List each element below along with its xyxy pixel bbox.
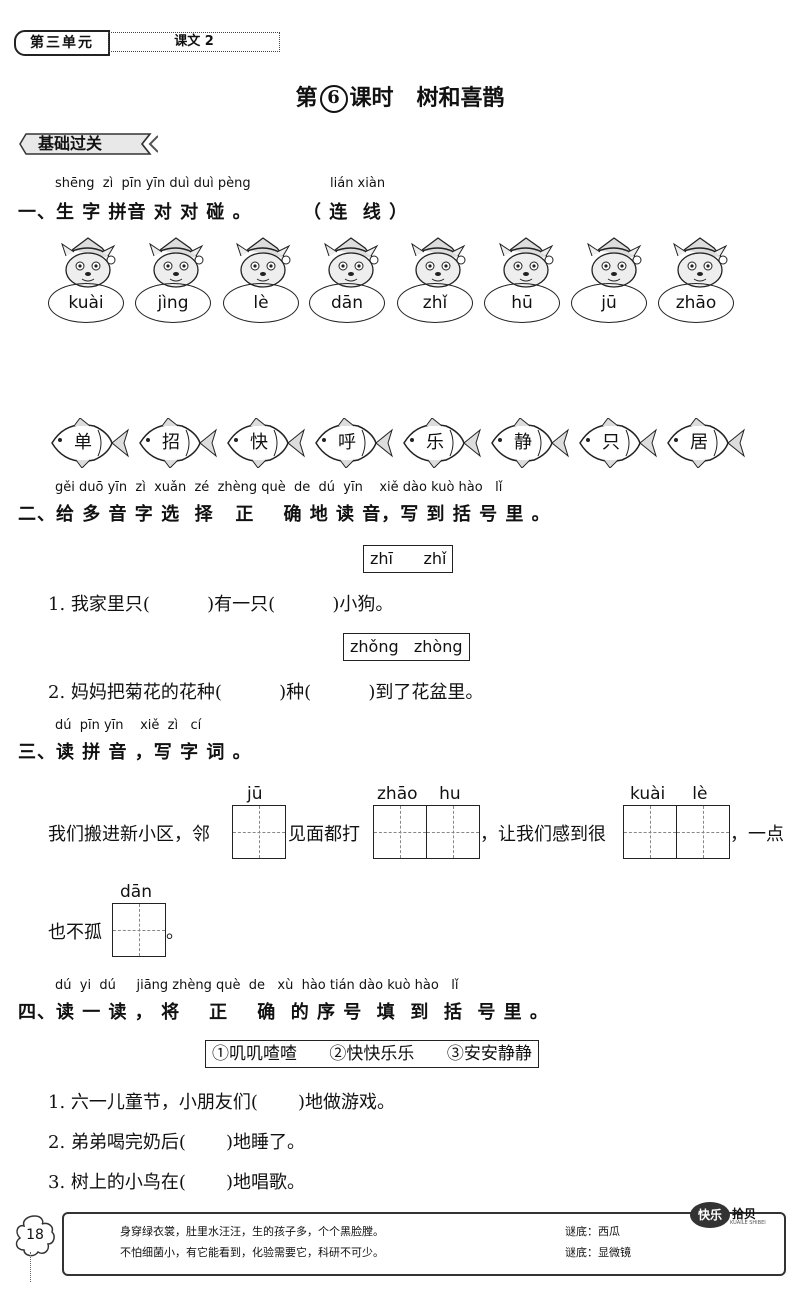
cartoon-cat-icon (236, 237, 291, 288)
q4-item-3: 3. 树上的小鸟在( )地唱歌。 (48, 1172, 305, 1193)
q1-pinyin: shēng zì pīn yīn duì duì pèng (55, 176, 251, 191)
q3-pinyin: dú pīn yīn xiě zì cí (55, 718, 202, 733)
pinyin-oval[interactable]: kuài (48, 283, 124, 323)
pinyin-oval[interactable]: hū (484, 283, 560, 323)
q3-segment-6: 。 (166, 922, 184, 943)
fish-character: 静 (514, 432, 532, 453)
footer-dotted-line (30, 1252, 31, 1282)
flower-page-badge-icon (15, 1215, 55, 1257)
writing-grid-kuaile[interactable] (623, 805, 730, 859)
fish-icon (491, 418, 569, 468)
q3-segment-5: 也不孤 (48, 922, 102, 943)
pinyin-zhaohu: zhāo hu (377, 784, 461, 804)
fish-character: 呼 (338, 432, 356, 453)
q1-pinyin-2: lián xiàn (330, 176, 386, 191)
pinyin-ju: jū (247, 784, 263, 804)
fish-character: 只 (602, 432, 620, 453)
ribbon-shape-icon (19, 133, 158, 155)
unit-label: 第三单元 (14, 30, 110, 56)
q1-title: 一、生 字 拼音 对 对 碰 。 (18, 202, 252, 223)
cartoon-cat-icon (324, 237, 379, 288)
cartoon-cat-icon (61, 237, 116, 288)
cartoon-cat-icon (149, 237, 204, 288)
q4-options-box: ①叽叽喳喳 ②快快乐乐 ③安安静静 (205, 1040, 539, 1068)
fish-character: 快 (250, 432, 268, 453)
fish-icon (227, 418, 305, 468)
badge-label: 拾贝 (732, 1207, 757, 1221)
page-number: 18 (26, 1227, 44, 1243)
section-label: 基础过关 (38, 134, 103, 153)
cartoon-cat-icon (587, 237, 642, 288)
grid-cell[interactable] (427, 806, 479, 858)
title-name: 树和喜鹊 (416, 85, 505, 111)
fish-character: 单 (74, 432, 92, 453)
q1-title-2: （ 连 线 ） (303, 202, 409, 223)
grid-cell[interactable] (677, 806, 729, 858)
fish-card[interactable]: 呼 (310, 418, 394, 468)
pinyin-oval[interactable]: lè (223, 283, 299, 323)
riddle-2: 不怕细菌小，有它能看到，化验需要它，科研不可少。 (120, 1246, 384, 1259)
title-prefix: 第 (295, 85, 318, 111)
section-ribbon: 基础过关 (18, 132, 158, 156)
fish-icon (51, 418, 129, 468)
fish-icon (315, 418, 393, 468)
fish-icon (139, 418, 217, 468)
fish-character: 招 (162, 432, 180, 453)
fish-icon (667, 418, 745, 468)
q3-segment-1: 我们搬进新小区，邻 (48, 824, 210, 845)
riddle-box (62, 1212, 786, 1276)
q4-item-2: 2. 弟弟喝完奶后( )地睡了。 (48, 1132, 305, 1153)
q4-title: 四、读 一 读 ， 将 正 确 的 序 号 填 到 括 号 里 。 (18, 1002, 549, 1023)
fish-icon (403, 418, 481, 468)
lesson-label: 课文 2 (108, 32, 280, 52)
q2-item-2: 2. 妈妈把菊花的花种( )种( )到了花盆里。 (48, 682, 484, 703)
pinyin-kuaile: kuài lè (630, 784, 708, 804)
pinyin-oval[interactable]: zhǐ (397, 283, 473, 323)
fish-card[interactable]: 静 (486, 418, 570, 468)
grid-cell[interactable] (374, 806, 427, 858)
fish-card[interactable]: 招 (134, 418, 218, 468)
pinyin-oval[interactable]: dān (309, 283, 385, 323)
grid-cell[interactable] (113, 904, 165, 956)
q4-pinyin: dú yi dú jiāng zhèng què de xù hào tián … (55, 978, 459, 993)
riddle-1: 身穿绿衣裳，肚里水汪汪，生的孩子多，个个黑脸膛。 (120, 1225, 384, 1238)
writing-grid-zhaohu[interactable] (373, 805, 480, 859)
q2-title: 二、给 多 音 字 选 择 正 确 地 读 音，写 到 括 号 里 。 (18, 504, 551, 525)
q3-segment-4: ，一点 (730, 824, 784, 845)
fish-card[interactable]: 乐 (398, 418, 482, 468)
q2-option-box-1: zhī zhǐ (363, 545, 454, 573)
q2-option-box-2: zhǒng zhòng (343, 633, 470, 661)
fish-card[interactable]: 只 (574, 418, 658, 468)
fish-icon (579, 418, 657, 468)
q3-segment-3: ，让我们感到很 (480, 824, 606, 845)
q3-title: 三、读 拼 音 ，写 字 词 。 (18, 742, 252, 763)
fish-card[interactable]: 单 (46, 418, 130, 468)
grid-cell[interactable] (624, 806, 677, 858)
fish-card[interactable]: 居 (662, 418, 746, 468)
happy-badge: 快乐 (690, 1202, 730, 1228)
grid-cell[interactable] (233, 806, 285, 858)
writing-grid-dan[interactable] (112, 903, 166, 957)
q2-item-1: 1. 我家里只( )有一只( )小狗。 (48, 594, 394, 615)
pinyin-oval[interactable]: jū (571, 283, 647, 323)
fish-character: 居 (690, 432, 708, 453)
pinyin-dan: dān (120, 882, 152, 902)
cartoon-cat-icon (411, 237, 466, 288)
riddle-answer-1: 谜底：西瓜 (565, 1225, 620, 1238)
cartoon-cat-icon (499, 237, 554, 288)
q3-segment-2: 见面都打 (288, 824, 360, 845)
title-suffix: 课时 (349, 85, 394, 111)
writing-grid-ju[interactable] (232, 805, 286, 859)
pinyin-oval[interactable]: jìng (135, 283, 211, 323)
fish-character: 乐 (426, 432, 444, 453)
fish-card[interactable]: 快 (222, 418, 306, 468)
q4-item-1: 1. 六一儿童节，小朋友们( )地做游戏。 (48, 1092, 395, 1113)
lesson-number: 6 (319, 85, 348, 113)
q2-pinyin: gěi duō yīn zì xuǎn zé zhèng què de dú y… (55, 480, 503, 495)
badge-small-text: KUAILE SHIBEI (730, 1220, 766, 1226)
cartoon-cat-icon (673, 237, 728, 288)
riddle-answer-2: 谜底：显微镜 (565, 1246, 631, 1259)
pinyin-oval[interactable]: zhāo (658, 283, 734, 323)
